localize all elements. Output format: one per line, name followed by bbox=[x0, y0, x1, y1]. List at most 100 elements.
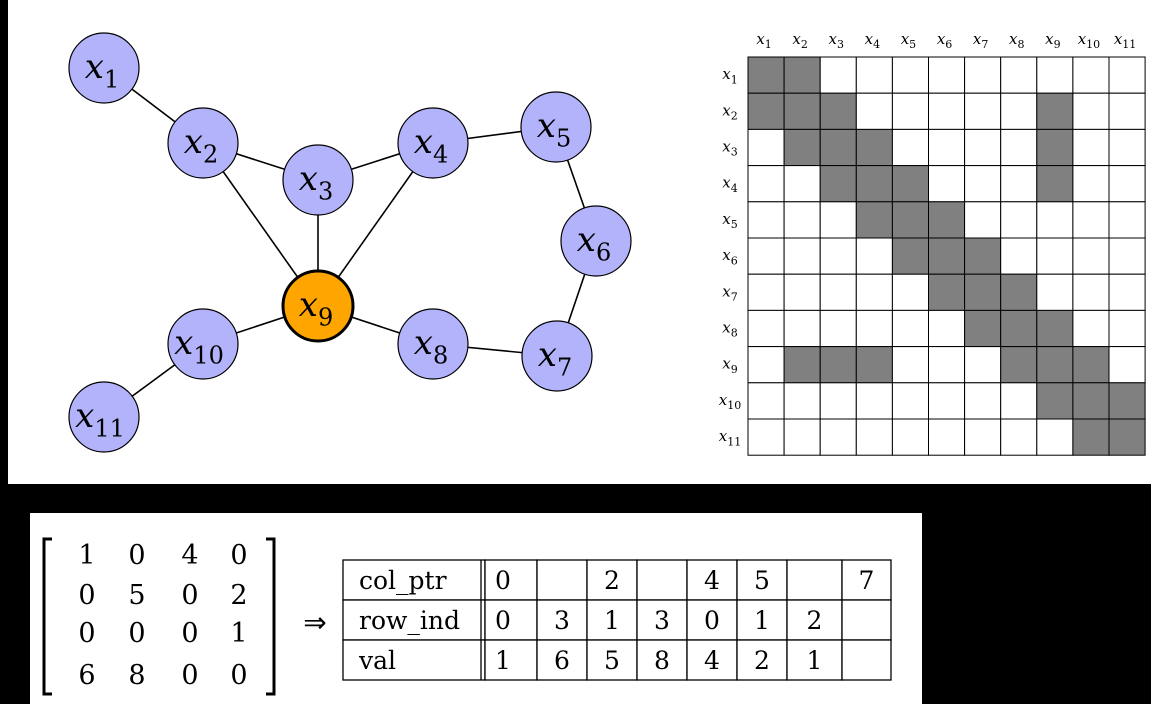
cell-r9-c10 bbox=[1072, 346, 1110, 384]
row-header-x8-subscript: 8 bbox=[731, 327, 738, 340]
right-bracket bbox=[266, 537, 276, 696]
csc-label-cell-2 bbox=[342, 599, 486, 641]
node-x8: x8 bbox=[397, 308, 469, 380]
adjacency-matrix: x1x1x2x2x3x3x4x4x5x5x6x6x7x7x8x8x9x9x10x… bbox=[719, 30, 1146, 456]
node-x11: x11 bbox=[68, 381, 140, 453]
cell-r3-c8 bbox=[1000, 128, 1038, 167]
cell-r6-c3 bbox=[819, 237, 857, 275]
cell-r11-c7 bbox=[964, 418, 1002, 456]
cell-r10-c10 bbox=[1072, 382, 1110, 420]
col-header-x1: x1 bbox=[756, 30, 771, 51]
col-header-x4: x4 bbox=[865, 30, 880, 51]
col-header-x8-subscript: 8 bbox=[1017, 38, 1024, 51]
cell-r1-c11 bbox=[1108, 56, 1146, 94]
matrix-entry-r1-c1: 1 bbox=[78, 540, 95, 571]
row-header-x4: x4 bbox=[722, 174, 737, 195]
csc-value: 5 bbox=[754, 566, 770, 595]
node-circle-x7 bbox=[521, 320, 593, 392]
node-label-x5-base: x bbox=[537, 106, 556, 146]
cell-r11-c6 bbox=[928, 418, 966, 456]
row-header-x6-base: x bbox=[722, 246, 731, 264]
csc-value: 2 bbox=[604, 566, 620, 595]
col-header-x5-base: x bbox=[901, 30, 910, 48]
node-label-x7-base: x bbox=[538, 335, 557, 375]
cell-r10-c2 bbox=[783, 382, 821, 420]
node-label-x11-subscript: 11 bbox=[94, 415, 125, 443]
col-header-x9-subscript: 9 bbox=[1054, 38, 1061, 51]
row-header-x10-base: x bbox=[719, 391, 728, 409]
cell-r3-c6 bbox=[928, 128, 966, 167]
row-header-x8-base: x bbox=[722, 319, 731, 337]
col-header-x11: x11 bbox=[1114, 30, 1136, 51]
csc-value: 1 bbox=[807, 646, 823, 675]
cell-r9-c5 bbox=[891, 346, 929, 384]
arrow: ⇒ bbox=[303, 606, 326, 639]
csc-value: 2 bbox=[754, 646, 770, 675]
row-header-x1-base: x bbox=[722, 65, 731, 83]
cell-r8-c1 bbox=[747, 309, 785, 348]
csc-cell-r2-c6 bbox=[736, 599, 788, 641]
cell-r2-c11 bbox=[1108, 92, 1146, 130]
col-header-x1-subscript: 1 bbox=[765, 38, 772, 51]
col-header-x10: x10 bbox=[1078, 30, 1100, 51]
row-header-x11-base: x bbox=[719, 427, 728, 445]
row-header-x5-subscript: 5 bbox=[731, 218, 738, 231]
csc-cell-r1-c1 bbox=[484, 559, 538, 601]
node-circle-x10 bbox=[167, 308, 239, 380]
matrix-entry-r4-c4: 0 bbox=[230, 660, 247, 691]
cell-r2-c6 bbox=[928, 92, 966, 130]
csc-row-label: col_ptr bbox=[359, 566, 447, 595]
cell-r7-c5 bbox=[891, 273, 929, 311]
cell-r7-c1 bbox=[747, 273, 785, 311]
cell-r8-c11 bbox=[1108, 309, 1146, 348]
col-header-x5: x5 bbox=[901, 30, 916, 51]
col-header-x7-subscript: 7 bbox=[981, 38, 988, 51]
node-circle-x9 bbox=[281, 269, 355, 343]
cell-r1-c1 bbox=[747, 56, 785, 94]
cell-r3-c2 bbox=[783, 128, 821, 167]
cell-r6-c1 bbox=[747, 237, 785, 275]
cell-r5-c8 bbox=[1000, 201, 1038, 239]
cell-r6-c8 bbox=[1000, 237, 1038, 275]
matrix-entry-r2-c4: 2 bbox=[230, 580, 247, 611]
cell-r10-c4 bbox=[855, 382, 893, 420]
cell-r10-c6 bbox=[928, 382, 966, 420]
csc-cell-r1-c7 bbox=[786, 559, 843, 601]
cell-r10-c9 bbox=[1036, 382, 1074, 420]
node-label-x10: x10 bbox=[174, 323, 224, 370]
matrix-entry-r1-c4: 0 bbox=[230, 540, 247, 571]
cell-r11-c11 bbox=[1108, 418, 1146, 456]
cell-r11-c2 bbox=[783, 418, 821, 456]
csc-value: 0 bbox=[495, 566, 511, 595]
adjacency-headers: x1x1x2x2x3x3x4x4x5x5x6x6x7x7x8x8x9x9x10x… bbox=[719, 30, 1137, 448]
col-header-x2: x2 bbox=[792, 30, 807, 51]
row-header-x4-subscript: 4 bbox=[731, 182, 738, 195]
cell-r8-c8 bbox=[1000, 309, 1038, 348]
cell-r9-c7 bbox=[964, 346, 1002, 384]
col-header-x7-base: x bbox=[973, 30, 982, 48]
cell-r7-c9 bbox=[1036, 273, 1074, 311]
cell-r4-c3 bbox=[819, 165, 857, 203]
csc-value: 4 bbox=[704, 566, 720, 595]
cell-r3-c3 bbox=[819, 128, 857, 167]
cell-r4-c6 bbox=[928, 165, 966, 203]
cell-r10-c11 bbox=[1108, 382, 1146, 420]
csc-value: 0 bbox=[495, 606, 511, 635]
csc-cell-r2-c3 bbox=[586, 599, 638, 641]
cell-r9-c9 bbox=[1036, 346, 1074, 384]
cell-r4-c10 bbox=[1072, 165, 1110, 203]
cell-r1-c4 bbox=[855, 56, 893, 94]
cell-r11-c9 bbox=[1036, 418, 1074, 456]
node-label-x1-subscript: 1 bbox=[104, 66, 119, 94]
col-header-x3-base: x bbox=[829, 30, 838, 48]
row-header-x11-subscript: 11 bbox=[727, 435, 741, 448]
node-label-x3-subscript: 3 bbox=[318, 178, 333, 206]
csc-cell-r2-c8 bbox=[841, 599, 892, 641]
cell-r7-c11 bbox=[1108, 273, 1146, 311]
cell-r9-c11 bbox=[1108, 346, 1146, 384]
csc-value: 1 bbox=[754, 606, 770, 635]
cell-r11-c1 bbox=[747, 418, 785, 456]
col-header-x9: x9 bbox=[1045, 30, 1060, 51]
node-x1: x1 bbox=[68, 32, 140, 104]
